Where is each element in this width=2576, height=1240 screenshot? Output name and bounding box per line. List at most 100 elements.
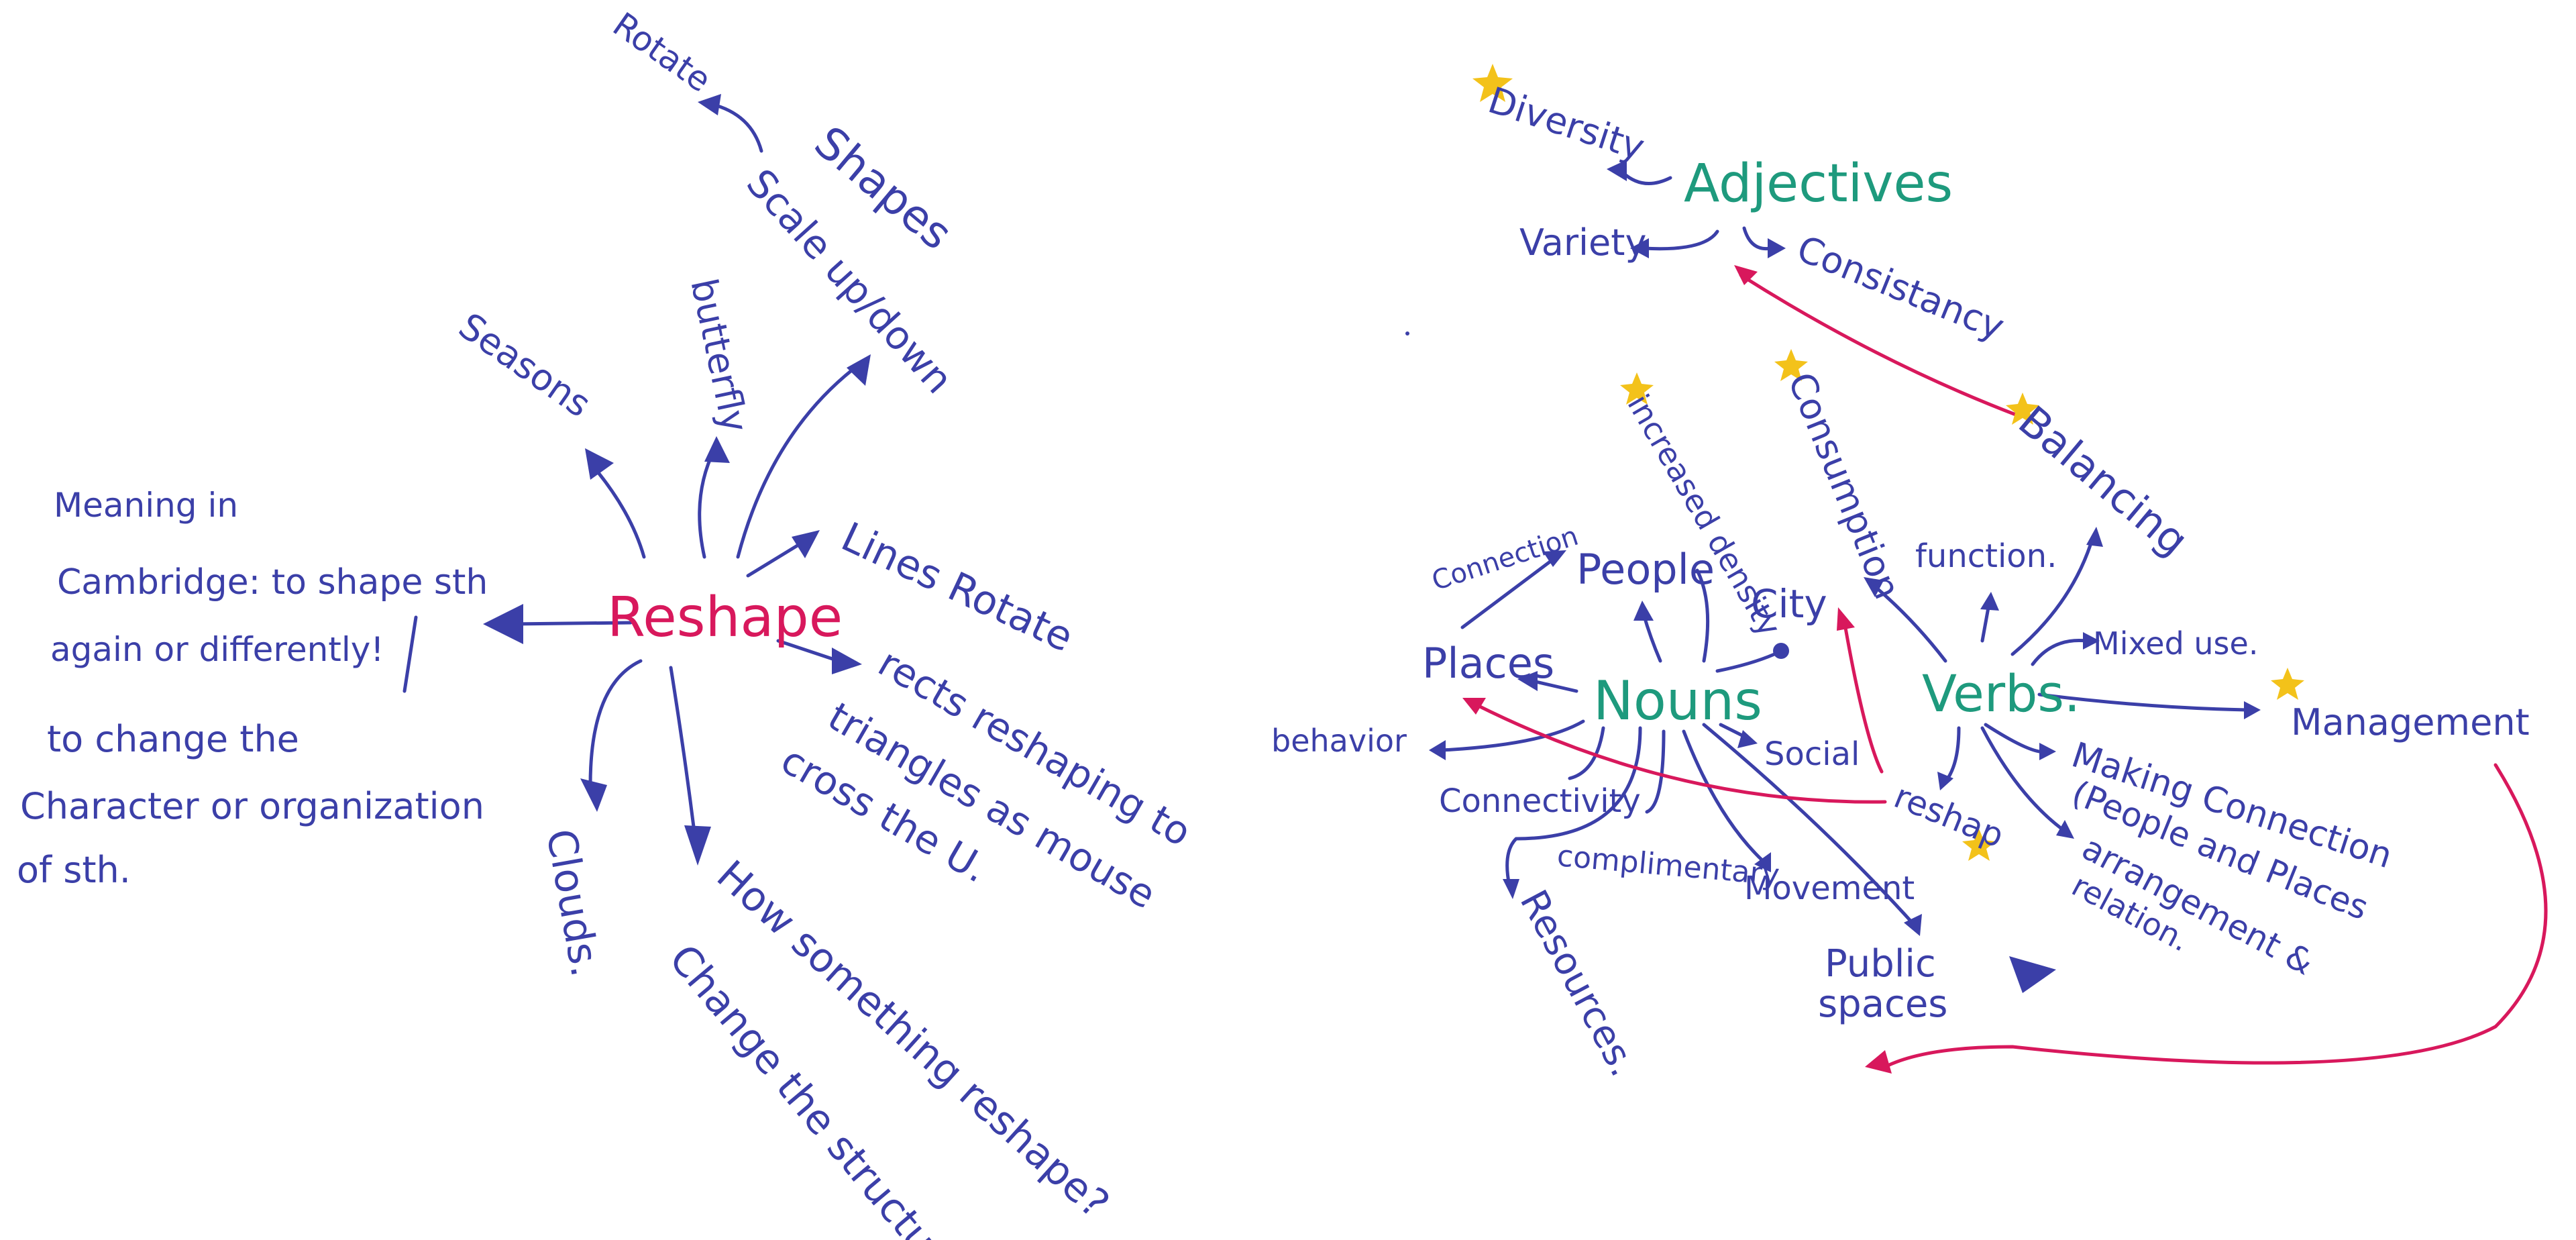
- node-adjectives: Adjectives: [1684, 154, 1953, 214]
- arrow-to-clouds: [588, 659, 643, 787]
- label-behavior: behavior: [1271, 723, 1407, 759]
- arrow-to-how: [669, 666, 696, 834]
- label-rotate: Rotate: [606, 5, 718, 99]
- meaning-line-2: again or differently!: [50, 630, 384, 669]
- star-icon: [2006, 393, 2039, 425]
- label-management: Management: [2291, 701, 2530, 743]
- label-social: Social: [1764, 735, 1860, 773]
- arrow-to-meaning: [508, 621, 633, 626]
- arrow-to-places: [1531, 679, 1578, 693]
- arrow-to-behavior: [1440, 719, 1585, 752]
- meaning-line-3: to change the: [47, 718, 299, 760]
- arrow-to-people: [1642, 612, 1662, 663]
- arrow-head-arrangement: [2056, 820, 2074, 839]
- arrow-head-consumption: [1864, 577, 1884, 597]
- arrow-to-butterfly: [698, 448, 716, 559]
- arrow-head-resources: [1503, 879, 1519, 899]
- label-lines-rotate: Lines Rotate: [835, 513, 1081, 662]
- red-arrow-reshap-to-places: [1474, 703, 1887, 804]
- arrow-head-clouds: [580, 778, 607, 812]
- arrow-head-public-spaces: [1904, 914, 1922, 936]
- label-mixed-use: Mixed use.: [2093, 625, 2258, 662]
- label-consumption: Consumption: [1780, 366, 1909, 605]
- red-arrow-reshap-to-city: [1843, 622, 1884, 774]
- arrow-head-mixed-use: [2083, 632, 2100, 650]
- arrow-to-consumption: [1870, 582, 1947, 663]
- center-reshape: Reshape: [607, 586, 843, 650]
- node-verbs: Verbs.: [1922, 664, 2080, 723]
- label-public-spaces-2: spaces: [1818, 982, 1947, 1026]
- arrow-head-rotate: [698, 94, 721, 115]
- stray-dot: [1405, 331, 1409, 335]
- label-clouds: Clouds.: [537, 825, 608, 980]
- star-icon: [1472, 64, 1513, 102]
- meaning-line-1: Cambridge: to shape sth: [57, 562, 488, 603]
- label-public-spaces-1: Public: [1825, 942, 1936, 986]
- arrow-head-connection: [1543, 550, 1566, 567]
- arrow-to-rects: [776, 639, 841, 663]
- meaning-title: Meaning in: [54, 486, 238, 525]
- label-seasons: Seasons: [451, 305, 599, 425]
- arrow-head-lines-rotate: [792, 530, 820, 558]
- arrow-to-function: [1980, 602, 1991, 643]
- arrow-to-connectivity: [1568, 726, 1605, 780]
- left-mind-map: Reshape Meaning in Cambridge: to shape s…: [17, 5, 1199, 1240]
- arrow-to-shapes: [736, 360, 864, 559]
- arrow-head-rects: [832, 648, 862, 674]
- star-icon: [1774, 349, 1808, 381]
- label-resources: Resources.: [1511, 883, 1646, 1084]
- meaning-line-5: of sth.: [17, 849, 131, 891]
- red-arrow-management-to-public-spaces: [1883, 763, 2548, 1069]
- arrow-head-shapes: [847, 354, 871, 386]
- arrow-connection: [1460, 555, 1558, 629]
- label-city: City: [1751, 581, 1827, 627]
- meaning-line-4: Character or organization: [20, 785, 484, 827]
- label-movement: Movement: [1744, 870, 1915, 907]
- label-places: Places: [1422, 639, 1554, 688]
- arrow-to-variety: [1642, 229, 1719, 251]
- star-icon: [1620, 372, 1654, 405]
- arrow-to-movement: [1682, 729, 1766, 864]
- label-reshap: reshap: [1889, 776, 2010, 856]
- arrow-to-city: [1715, 652, 1776, 673]
- arrow-to-mixed-use: [2031, 638, 2088, 666]
- label-people: People: [1576, 545, 1715, 594]
- red-arrow-head-city: [1837, 607, 1855, 631]
- arrow-head-movement: [1754, 852, 1771, 872]
- label-connectivity: Connectivity: [1439, 782, 1641, 820]
- arrow-head-seasons: [585, 448, 614, 480]
- triangle-marker: [2009, 956, 2056, 993]
- red-arrow-head-adjectives: [1734, 265, 1758, 285]
- arrow-head-people: [1633, 601, 1654, 621]
- exclamation-stroke: [402, 615, 418, 693]
- arrow-head-places: [1517, 671, 1538, 691]
- arrow-to-complimentary: [1645, 729, 1666, 814]
- label-function: function.: [1915, 537, 2057, 575]
- star-icon: [1962, 829, 1996, 861]
- arrow-head-behavior: [1429, 740, 1446, 760]
- arrow-head-meaning: [483, 604, 523, 644]
- label-consistancy: Consistancy: [1791, 227, 2010, 349]
- arrow-head-social: [1737, 730, 1758, 748]
- arrow-head-variety: [1630, 238, 1649, 258]
- arrow-to-seasons: [588, 461, 646, 559]
- right-mind-map: Adjectives Diversity Variety Consistancy…: [1271, 64, 2548, 1084]
- label-variety: Variety: [1519, 221, 1646, 264]
- arrow-to-rotate: [709, 102, 763, 153]
- node-nouns: Nouns: [1593, 670, 1762, 732]
- arrow-to-reshap: [1943, 726, 1961, 784]
- red-arrow-head-public-spaces: [1865, 1050, 1892, 1074]
- label-diversity: Diversity: [1483, 79, 1650, 168]
- arrow-to-public-spaces: [1702, 723, 1917, 928]
- arrow-to-management: [2037, 692, 2249, 712]
- arrow-head-how: [684, 825, 711, 866]
- arrow-to-density: [1695, 568, 1710, 663]
- arrow-to-resources: [1505, 726, 1642, 888]
- arrow-to-arrangement: [1980, 726, 2068, 834]
- arrow-to-diversity: [1621, 171, 1672, 185]
- arrow-head-consistancy: [1768, 238, 1786, 258]
- red-arrow-balancing-to-adjectives: [1739, 273, 2021, 418]
- arrow-head-balancing-verb: [2086, 527, 2103, 547]
